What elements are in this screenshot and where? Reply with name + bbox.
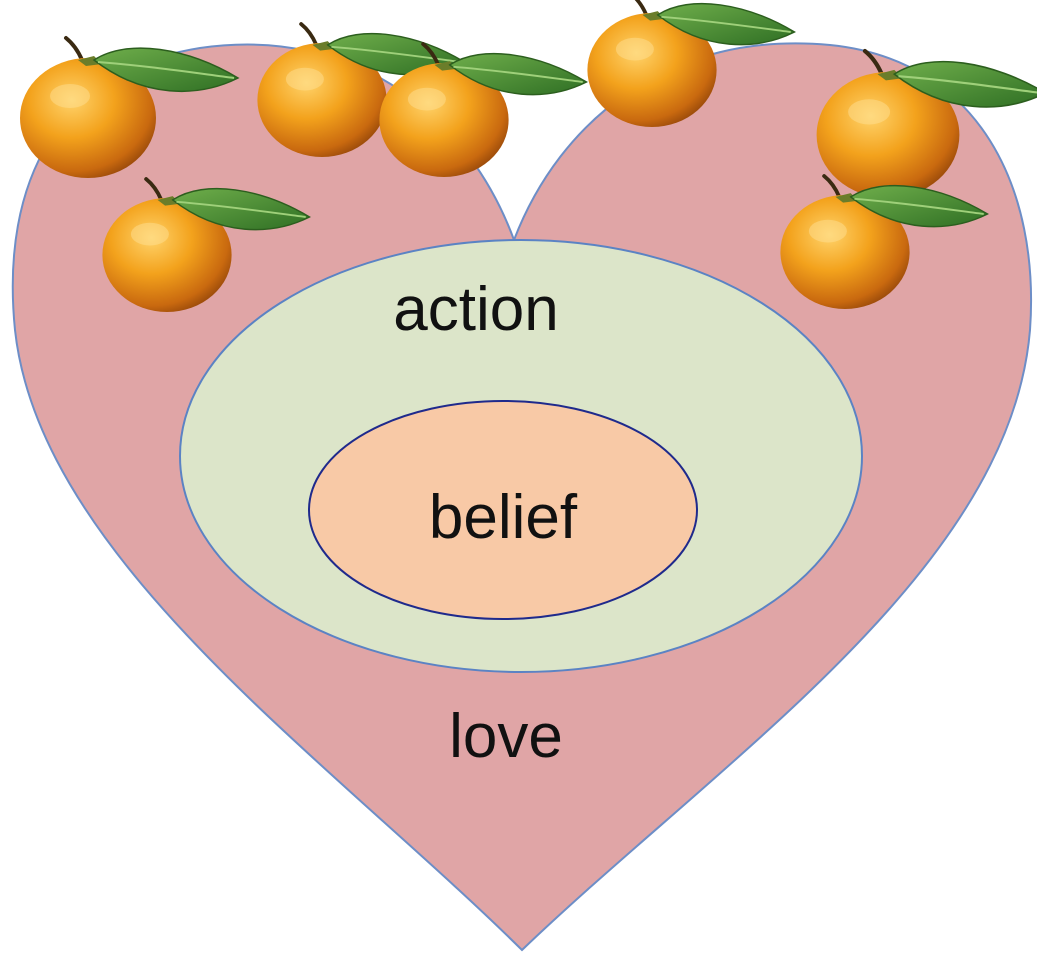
belief-ellipse [308, 400, 698, 620]
belief-label: belief [429, 483, 578, 552]
love-label: love [449, 702, 563, 771]
action-label: action [393, 275, 558, 344]
